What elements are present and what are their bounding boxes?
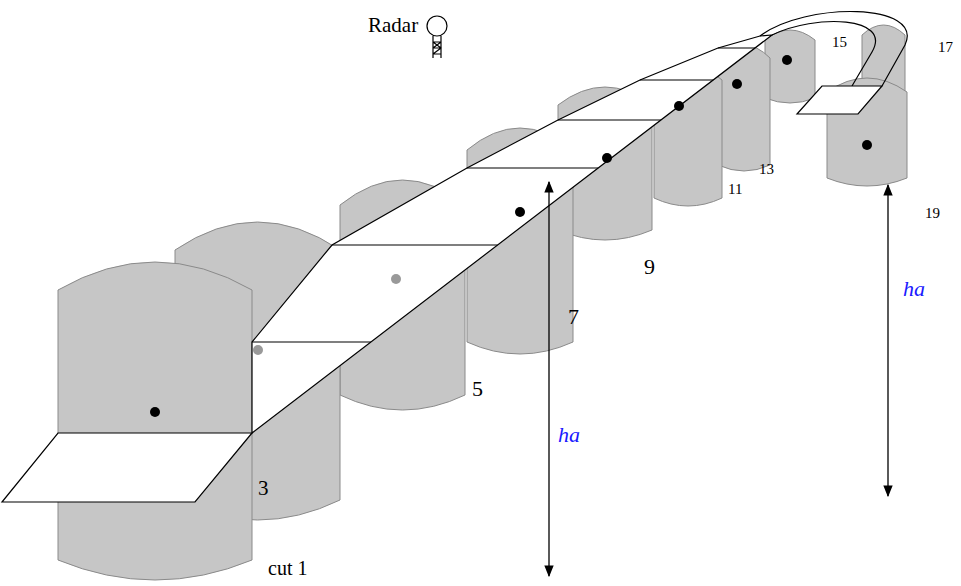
water-surface-strip <box>2 12 907 502</box>
target-dot <box>391 274 401 284</box>
target-dots <box>150 55 872 417</box>
target-dot <box>515 207 525 217</box>
cut-edge <box>467 167 598 168</box>
cut-number: 17 <box>938 40 953 55</box>
target-dot <box>602 153 612 163</box>
height-label: ha <box>903 278 925 300</box>
cut-edge <box>252 341 371 342</box>
target-dot <box>253 345 263 355</box>
height-arrows <box>549 182 888 576</box>
cut-edge <box>558 119 661 120</box>
target-dot <box>782 55 792 65</box>
cut-cylinder <box>58 262 252 580</box>
target-dot <box>674 101 684 111</box>
cut-edge <box>332 244 498 245</box>
cut-number: 5 <box>472 378 483 400</box>
cut-number: 11 <box>728 182 742 197</box>
cut-number: 3 <box>258 478 269 499</box>
radar-symbol <box>427 16 447 58</box>
surface-strip <box>252 35 772 433</box>
cut-number: 7 <box>568 306 579 328</box>
cut-number: 9 <box>644 256 655 278</box>
target-dot <box>862 140 872 150</box>
target-dot <box>732 79 742 89</box>
cut-plane <box>797 86 882 114</box>
radar-label: Radar <box>368 15 418 36</box>
target-dot <box>150 407 160 417</box>
cut-plane <box>2 433 252 502</box>
cut-cylinder <box>765 30 815 103</box>
cut-number: 19 <box>925 206 940 221</box>
cut-edge <box>640 79 713 80</box>
cut-number: 13 <box>759 162 774 177</box>
cut-number: cut 1 <box>268 558 307 578</box>
cut-number: 15 <box>832 35 847 50</box>
height-label: ha <box>558 424 580 446</box>
channel-bend <box>760 12 907 86</box>
cut-edge <box>718 47 755 48</box>
